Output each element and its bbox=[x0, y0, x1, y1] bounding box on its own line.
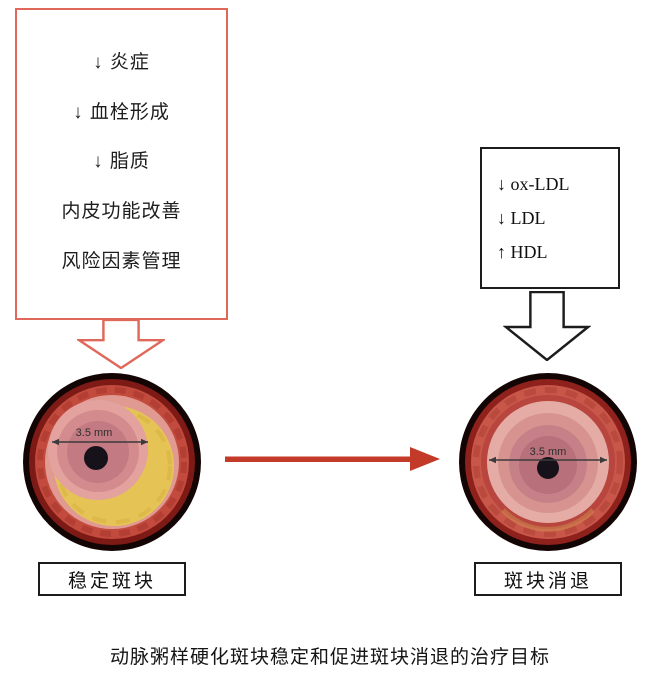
left-factors-box: ↓ 炎症 ↓ 血栓形成 ↓ 脂质 内皮功能改善 风险因素管理 bbox=[15, 8, 228, 320]
factor-line: ↑ HDL bbox=[497, 241, 548, 262]
plaque-label-stable: 稳定斑块 bbox=[38, 562, 186, 596]
caption: 动脉粥样硬化斑块稳定和促进斑块消退的治疗目标 bbox=[109, 647, 550, 668]
factor-line: ↓ 炎症 bbox=[93, 52, 150, 74]
factor-line: ↓ 血栓形成 bbox=[73, 101, 170, 123]
catheter-dot bbox=[537, 457, 559, 479]
factor-line: ↓ 脂质 bbox=[93, 151, 150, 173]
measurement-label: 3.5 mm bbox=[76, 427, 113, 439]
measurement-label: 3.5 mm bbox=[530, 446, 567, 458]
stable-plaque-artery-image: 3.5 mm bbox=[23, 373, 201, 551]
right-factors-box: ↓ ox-LDL ↓ LDL ↑ HDL bbox=[480, 147, 620, 289]
factor-line: 风险因素管理 bbox=[61, 250, 182, 272]
plaque-label-regression: 斑块消退 bbox=[474, 562, 622, 596]
arrow-right-icon bbox=[225, 447, 440, 471]
factor-line: 内皮功能改善 bbox=[61, 201, 182, 223]
block-arrow-down-right-icon bbox=[503, 291, 591, 361]
catheter-dot bbox=[84, 446, 108, 470]
regressed-plaque-artery-image: 3.5 mm bbox=[459, 373, 637, 551]
block-arrow-down-left-icon bbox=[77, 319, 165, 369]
factor-line: ↓ ox-LDL bbox=[497, 173, 570, 194]
factor-line: ↓ LDL bbox=[497, 207, 546, 228]
